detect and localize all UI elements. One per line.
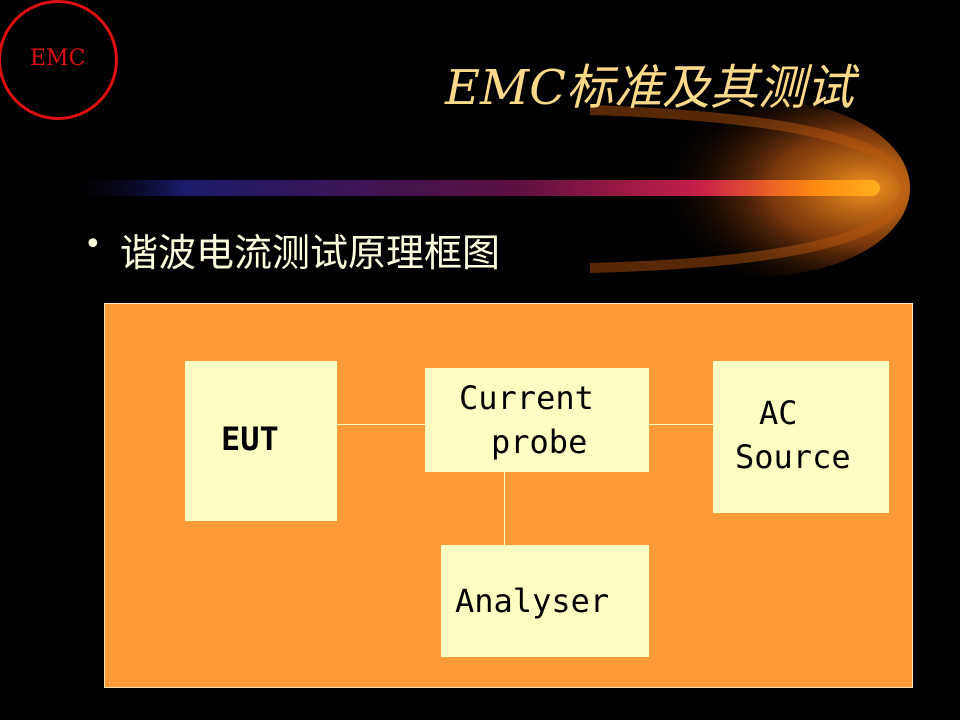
bullet-text: 谐波电流测试原理框图 — [120, 231, 501, 275]
emc-logo-ring — [0, 0, 118, 120]
emc-logo-text: EMC — [30, 46, 86, 71]
probe-label-line1: Current — [459, 379, 594, 417]
connector-probe-ac — [649, 424, 713, 425]
analyser-label: Analyser — [455, 582, 610, 620]
ac-label-line2: Source — [735, 438, 851, 476]
current-probe-box: Current probe — [425, 368, 649, 472]
eut-label: EUT — [221, 420, 279, 458]
ac-label-line1: AC — [759, 394, 798, 432]
probe-label-line2: probe — [491, 423, 588, 461]
analyser-box: Analyser — [441, 545, 649, 657]
eut-box: EUT — [185, 361, 337, 521]
connector-probe-analyser — [504, 472, 505, 545]
ac-source-box: AC Source — [713, 361, 889, 513]
comet-streak — [60, 100, 911, 276]
bullet-dot: • — [84, 227, 102, 262]
slide-title: EMC标准及其测试 — [445, 60, 854, 116]
diagram-panel: EUT Current probe AC Source Analyser — [104, 303, 913, 688]
connector-eut-probe — [337, 424, 426, 425]
